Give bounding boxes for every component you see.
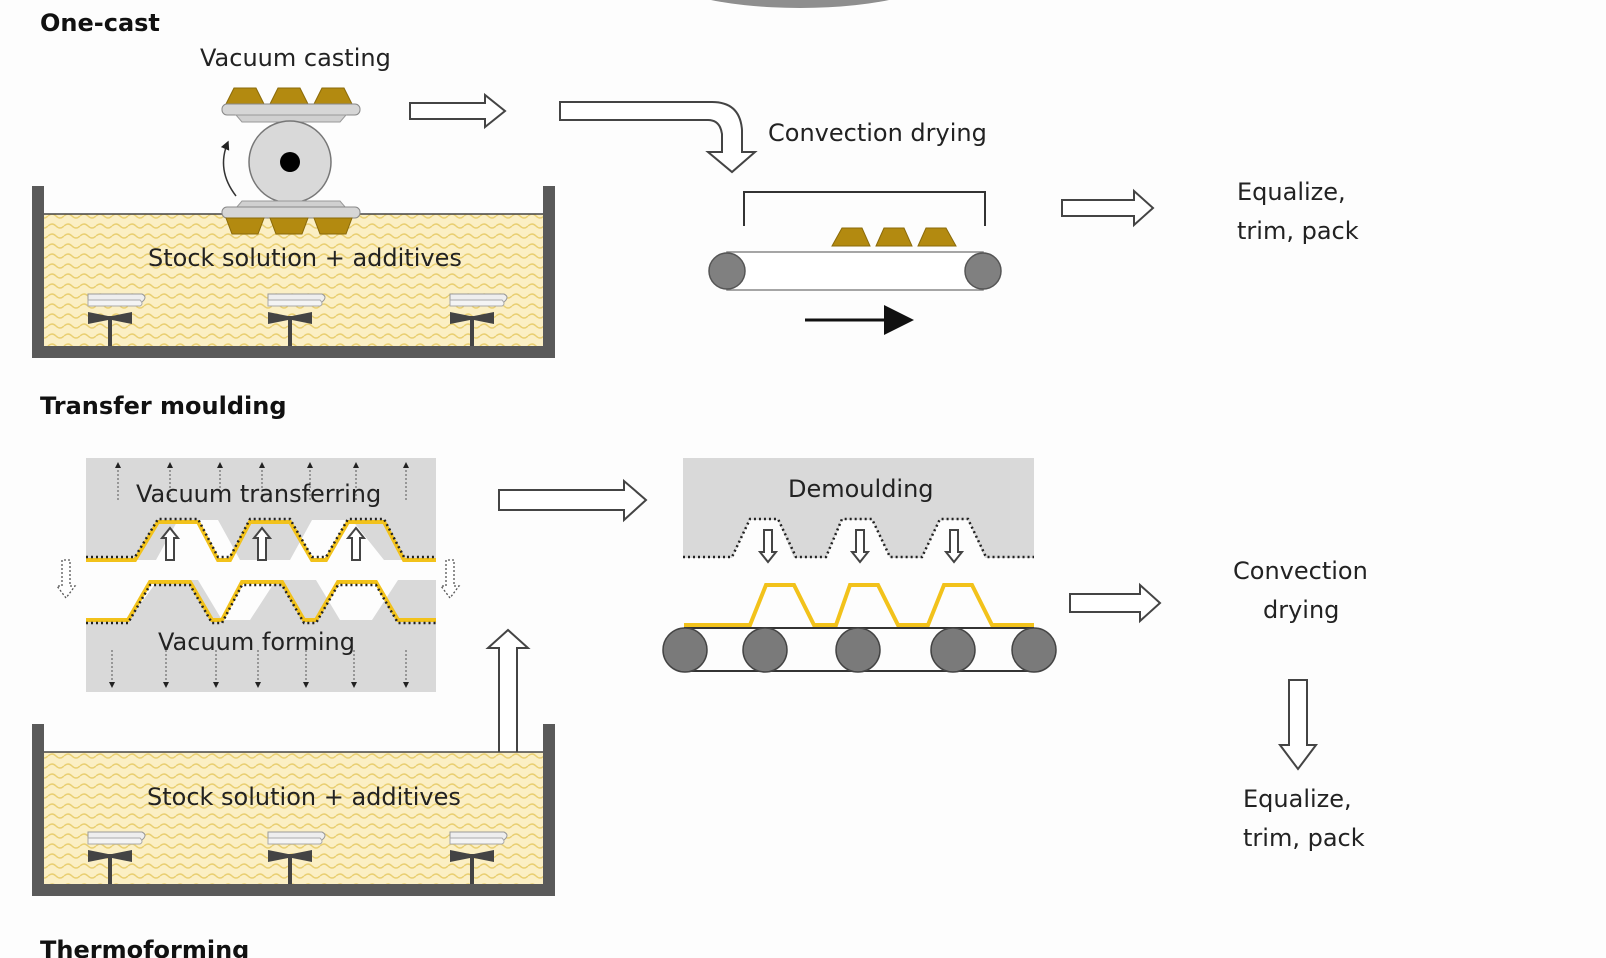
demoulding-mould — [683, 458, 1034, 564]
label-vacuum-transferring: Vacuum transferring — [136, 480, 381, 508]
stock-tank-one-cast — [32, 186, 555, 358]
label-demoulding: Demoulding — [788, 475, 934, 503]
conveyor-belt-2 — [662, 627, 1057, 673]
vacuum-transfer-mould — [55, 458, 461, 692]
arrow-down-icon — [1278, 679, 1318, 771]
label-convection-drying-2-line2: drying — [1263, 596, 1339, 624]
label-vacuum-casting: Vacuum casting — [200, 44, 391, 72]
arrow-right-icon — [1069, 582, 1162, 624]
label-stock-solution-2: Stock solution + additives — [147, 783, 461, 811]
stock-tank-transfer — [32, 724, 555, 896]
stirrer-icon — [87, 293, 146, 346]
label-vacuum-forming: Vacuum forming — [158, 628, 355, 656]
label-stock-solution-1: Stock solution + additives — [148, 244, 462, 272]
label-convection-drying-1: Convection drying — [768, 119, 987, 147]
arrow-right-icon — [498, 478, 648, 523]
stirrer-icon — [449, 293, 508, 346]
section-title-thermoforming-partial: Thermoforming — [40, 936, 249, 958]
conveyor-belt-1 — [708, 251, 1002, 291]
stirrer-icon — [87, 831, 146, 884]
label-finish-2-line2: trim, pack — [1243, 824, 1365, 852]
top-cutoff-shape — [711, 0, 889, 8]
arrow-right-icon — [1061, 188, 1155, 228]
label-finish-2-line1: Equalize, — [1243, 785, 1352, 813]
arrow-right-icon — [409, 92, 507, 130]
section-title-transfer-moulding: Transfer moulding — [40, 392, 287, 420]
section-title-one-cast: One-cast — [40, 9, 160, 37]
vacuum-casting-drum — [220, 87, 361, 235]
stirrer-icon — [449, 831, 508, 884]
stirrer-icon — [267, 831, 326, 884]
arrow-bent-down-icon — [559, 101, 758, 174]
stirrer-icon — [267, 293, 326, 346]
rotation-arrow-icon — [220, 140, 237, 197]
formed-pulp-tray — [684, 583, 1034, 627]
label-finish-1-line2: trim, pack — [1237, 217, 1359, 245]
label-convection-drying-2-line1: Convection — [1233, 557, 1368, 585]
dryer-hood — [743, 191, 986, 226]
label-finish-1-line1: Equalize, — [1237, 178, 1346, 206]
